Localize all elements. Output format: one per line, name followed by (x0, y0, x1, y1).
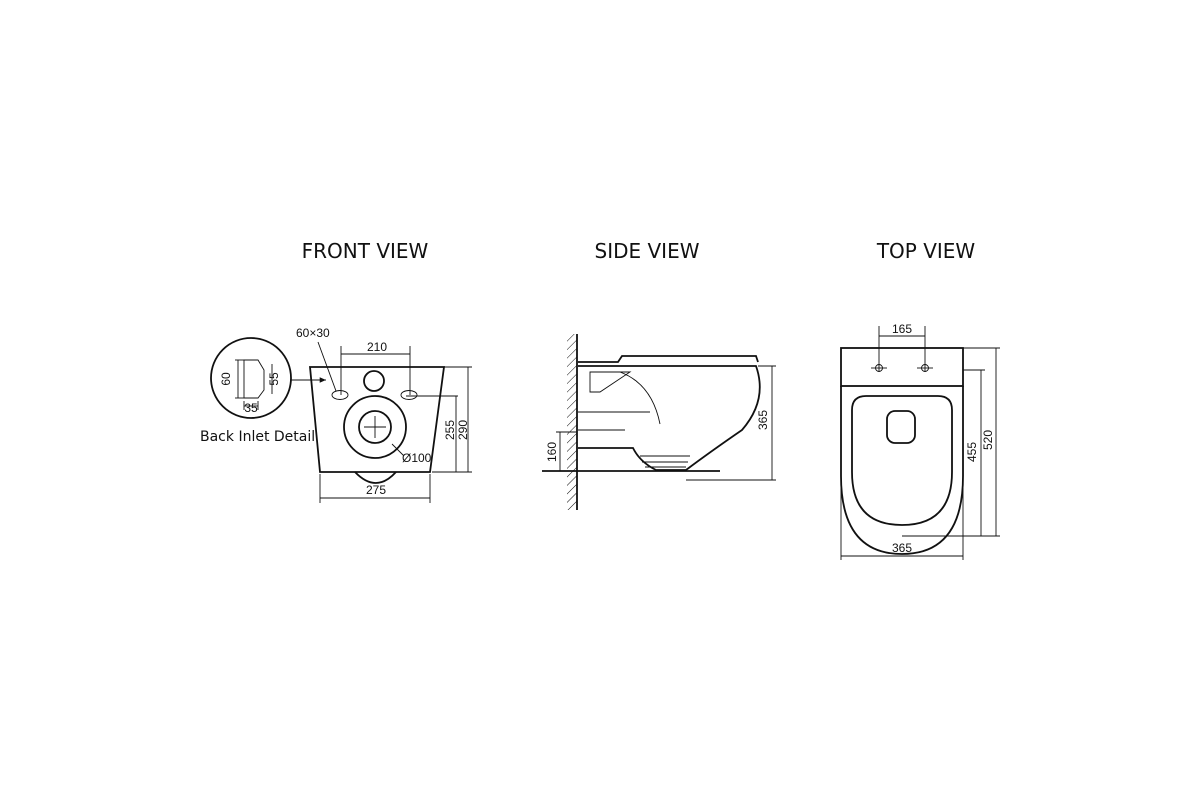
side-bowl (578, 365, 761, 471)
side-seat (578, 355, 759, 363)
top-view-title: TOP VIEW (876, 239, 976, 263)
detail-inner-label: 55 (267, 372, 281, 386)
front-height-dim: 290 (456, 420, 470, 440)
top-length-dim: 520 (981, 430, 995, 450)
front-view-title: FRONT VIEW (302, 239, 429, 263)
front-bottom-outlet (354, 471, 397, 484)
front-outlet-height-dim: 255 (443, 420, 457, 440)
side-wall-hatch (567, 334, 577, 510)
top-seat (851, 395, 953, 526)
top-width-dim: 365 (892, 541, 912, 555)
side-view: 160 365 (542, 334, 776, 510)
front-holes-dim: 210 (367, 340, 387, 354)
front-outlet-diameter-dim: Ø100 (402, 451, 432, 465)
detail-depth-label: 35 (244, 401, 258, 415)
top-view: 165 455 520 365 (840, 322, 1000, 560)
top-outer-body (840, 386, 964, 555)
front-outlet-outer (343, 395, 407, 459)
back-inlet-detail: 60 55 35 Back Inlet Detail (200, 337, 326, 445)
detail-circle (210, 337, 292, 419)
side-length-dim: 365 (756, 410, 770, 430)
front-view: 210 60×30 255 290 Ø100 275 (296, 326, 472, 503)
detail-inlet-shape (243, 359, 265, 399)
front-body (309, 366, 446, 473)
front-outlet-inner (358, 410, 392, 444)
side-view-title: SIDE VIEW (595, 239, 700, 263)
detail-height-label: 60 (219, 372, 233, 386)
front-left-slot (331, 390, 349, 400)
top-bowl-opening (886, 410, 916, 444)
side-inlet-height-dim: 160 (545, 442, 559, 462)
back-inlet-detail-label: Back Inlet Detail (200, 429, 315, 445)
front-width-dim: 275 (366, 483, 386, 497)
front-inlet-hole (363, 370, 385, 392)
front-right-slot (400, 390, 418, 400)
top-holes-dim: 165 (892, 322, 912, 336)
front-slot-dim: 60×30 (296, 326, 330, 340)
top-back-rect (840, 347, 964, 387)
top-inner-length-dim: 455 (965, 442, 979, 462)
